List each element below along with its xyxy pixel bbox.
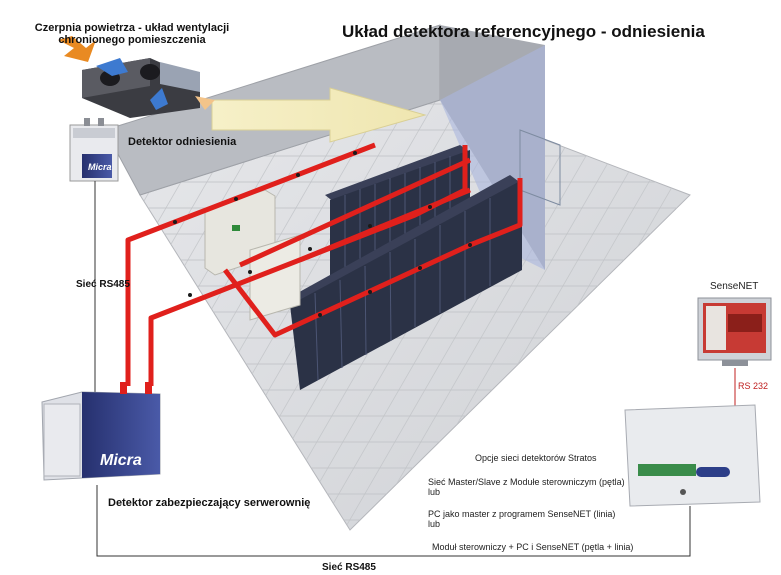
reference-detector-device xyxy=(69,118,119,182)
ventilation-label-line2: chronionego pomieszczenia xyxy=(58,34,206,46)
reference-detector-label: Detektor odniesienia xyxy=(128,136,237,148)
server-detector-device xyxy=(41,382,161,481)
exhaust-arrow-icon xyxy=(58,36,96,62)
rs232-label: RS 232 xyxy=(738,381,769,391)
reference-detector-brand: Micra xyxy=(88,162,112,172)
control-module-box xyxy=(624,404,761,507)
sensenet-label: SenseNET xyxy=(710,281,759,292)
option1-line1: Sieć Master/Slave z Modułe sterowniczym … xyxy=(428,477,625,487)
rack-row-front xyxy=(285,175,522,390)
rs485-line-bottom xyxy=(96,485,691,557)
option3: Moduł sterowniczy + PC i SenseNET (pętla… xyxy=(432,542,634,552)
pipe-sampling-holes xyxy=(173,151,472,317)
sensenet-monitor xyxy=(697,297,772,366)
air-flow-arrow xyxy=(211,87,427,143)
options-heading: Opcje sieci detektorów Stratos xyxy=(475,453,597,463)
ventilation-label: Czerpnia powietrza - układ wentylacji ch… xyxy=(22,22,242,46)
intake-arrow-icon-2 xyxy=(150,88,168,110)
diagram-title: Układ detektora referencyjnego - odniesi… xyxy=(342,22,705,41)
rs485-bottom-label: Sieć RS485 xyxy=(322,562,376,573)
option1-line2: lub xyxy=(428,487,441,497)
option2-line1: PC jako master z programem SenseNET (lin… xyxy=(428,509,616,519)
supply-arrow-icon xyxy=(195,96,215,110)
server-detector-brand: Micra xyxy=(100,452,142,469)
cage-frame xyxy=(519,129,561,206)
option2-line2: lub xyxy=(428,519,441,529)
intake-arrow-icon xyxy=(96,58,128,76)
server-detector-label: Detektor zabezpieczający serwerownię xyxy=(108,497,311,509)
ventilation-label-line1: Czerpnia powietrza - układ wentylacji xyxy=(34,22,230,34)
rs485-vertical-label: Sieć RS485 xyxy=(76,279,130,290)
